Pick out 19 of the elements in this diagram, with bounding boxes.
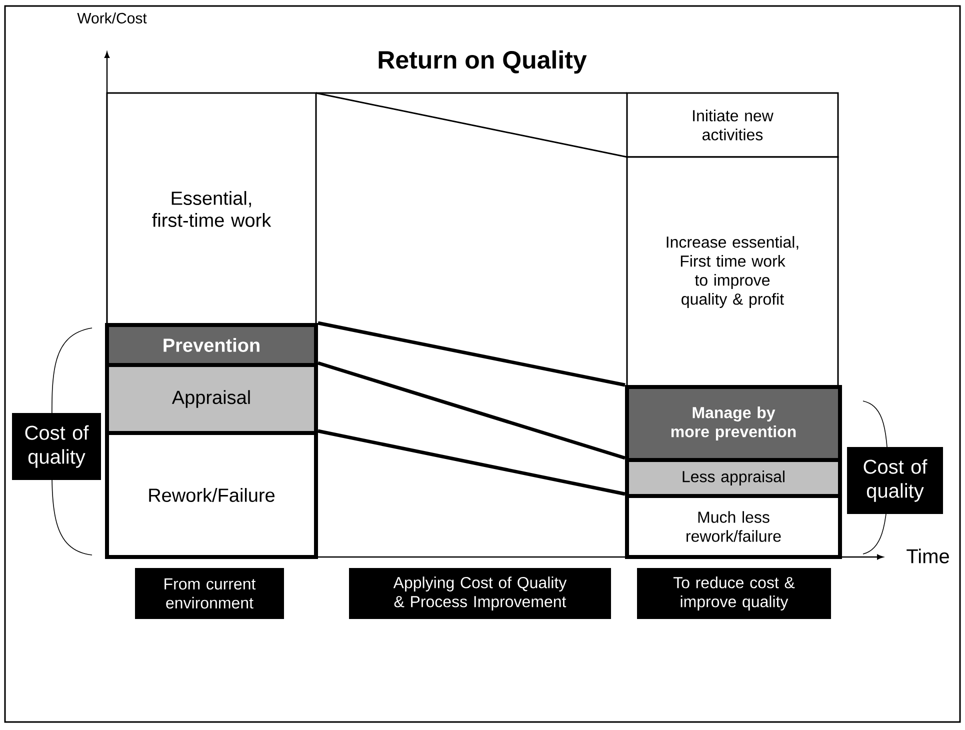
label-box: To reduce cost & improve quality (637, 568, 832, 619)
label-box: Cost of quality (847, 447, 944, 514)
axis-label: Work/Cost (77, 12, 147, 24)
cost-box: Prevention (105, 323, 318, 367)
connector-line (318, 429, 626, 496)
region-box: Essential, first-time work (106, 92, 317, 326)
label-box: From current environment (135, 568, 284, 619)
axis-label: Time (906, 548, 949, 564)
connector-line (317, 361, 626, 460)
connector-line (318, 321, 626, 387)
cost-box: Much less rework/failure (625, 494, 842, 559)
label-box: Cost of quality (12, 413, 101, 480)
cost-box: Appraisal (105, 363, 318, 435)
region-box: Initiate new activities (626, 92, 839, 158)
title: Return on Quality (378, 50, 587, 74)
cost-box: Less appraisal (625, 458, 842, 498)
label-box: Applying Cost of Quality & Process Improvement (349, 568, 611, 619)
cost-box: Manage by more prevention (625, 385, 842, 462)
cost-box: Rework/Failure (105, 431, 318, 559)
